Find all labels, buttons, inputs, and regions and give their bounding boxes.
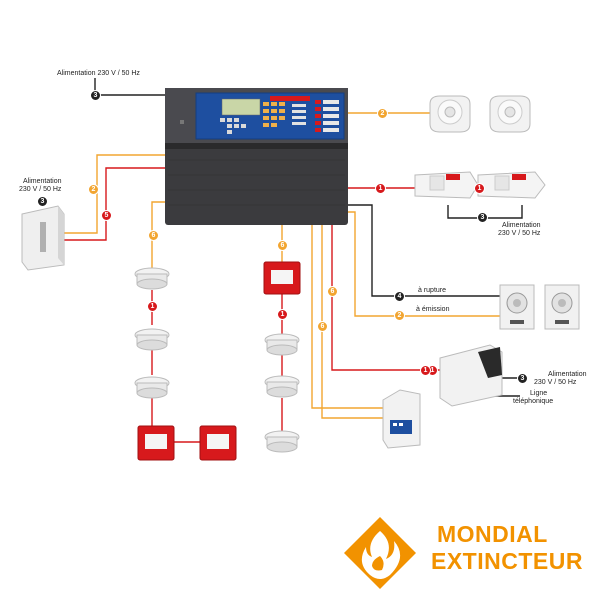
logo-flame [344, 517, 416, 589]
wire-badge-3: 3 [517, 373, 528, 384]
manual-call-points [137, 261, 301, 461]
wire-badge-1: 1 [277, 309, 288, 320]
wire-badge-2: 2 [88, 184, 99, 195]
telephone-transmitter [439, 344, 503, 407]
wire-badge-2: 2 [377, 108, 388, 119]
label-bottom-power-2: 230 V / 50 Hz [534, 379, 577, 386]
wire-badge-5: 5 [101, 210, 112, 221]
power-supply-left [21, 205, 65, 271]
label-right-power-2: 230 V / 50 Hz [498, 230, 541, 237]
wire-badge-1: 1 [375, 183, 386, 194]
wire-badge-6: 6 [317, 321, 328, 332]
wire-badge-3: 3 [477, 212, 488, 223]
label-left-power-1: Alimentation [23, 178, 62, 185]
label-rupture: à rupture [418, 287, 447, 294]
smoke-detectors-middle [264, 333, 300, 453]
label-top-power: Alimentation 230 V / 50 Hz [57, 70, 140, 77]
wire-badge-6: 6 [148, 230, 159, 241]
label-right-power-1: Alimentation [502, 222, 541, 229]
door-holders [499, 284, 580, 330]
wire-badge-1: 1 [474, 183, 485, 194]
wire-badge-2: 2 [394, 310, 405, 321]
label-bottom-power-1: Alimentation [548, 371, 587, 378]
label-phone-1: Ligne [530, 390, 548, 397]
label-emission: à émission [416, 306, 450, 313]
sirens [429, 95, 531, 133]
wire-badge-3: 3 [90, 90, 101, 101]
wire-badge-1: 1 [147, 301, 158, 312]
wire-badge-6: 6 [277, 240, 288, 251]
label-left-power-2: 230 V / 50 Hz [19, 186, 62, 193]
logo-line-2: EXTINCTEUR [431, 548, 583, 574]
wire-badge-4: 4 [394, 291, 405, 302]
control-panel [165, 88, 348, 225]
wire-badge-1: 1 [420, 365, 431, 376]
label-phone-2: téléphonique [513, 398, 554, 405]
smoke-detectors-left [134, 267, 170, 399]
wire-badge-3: 3 [37, 196, 48, 207]
relay-box [382, 389, 421, 449]
wire-badge-6: 6 [327, 286, 338, 297]
logo-line-1: MONDIAL [437, 521, 548, 547]
